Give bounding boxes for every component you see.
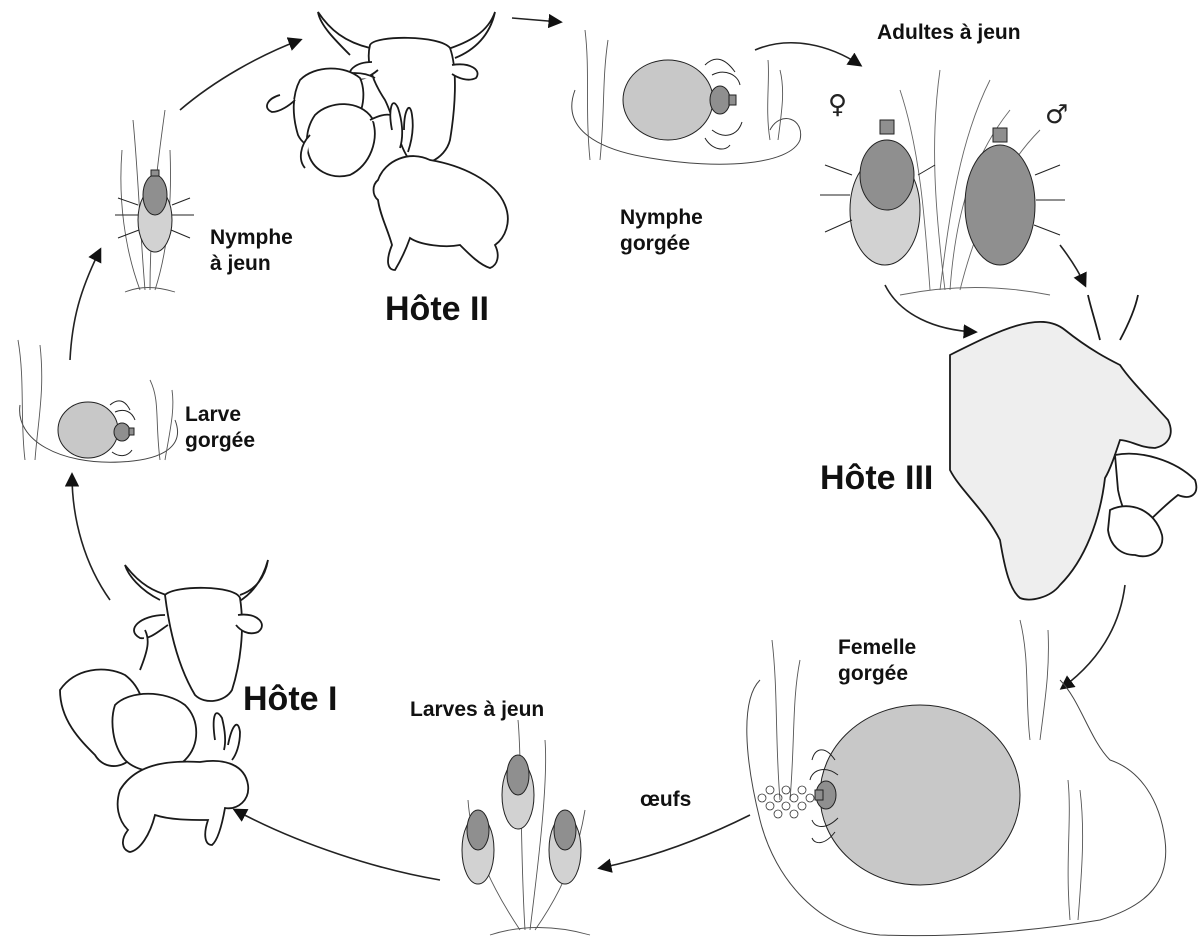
tick-icon [115,170,194,252]
femelle-gorgee-group [747,620,1166,936]
tick-male-icon [965,128,1065,265]
tick-icon [462,810,494,884]
tick-icon [623,59,742,149]
adultes-a-jeun-group [820,70,1065,295]
host-i-animals [60,560,268,852]
host-ii-animals [267,12,508,270]
nymphe-gorgee-group [572,30,801,164]
label-nymphe-gorgee-line1: Nymphe [620,205,703,231]
arrow-hostII-to-nymphe-gorgee [512,18,560,22]
label-larve-gorgee: Larve gorgée [185,402,255,455]
arrow-larve-to-nymphe [70,250,100,360]
male-symbol-icon: ♂ [1045,100,1068,130]
host-iii-animals [950,295,1196,599]
label-nymphe-a-jeun-line1: Nymphe [210,225,293,251]
tick-icon [58,401,135,458]
arrow-hostI-to-larve [72,475,110,600]
arrow-adultes-to-hostIII-b [1060,245,1085,285]
tick-icon [549,810,581,884]
label-nymphe-gorgee: Nymphe gorgée [620,205,703,258]
label-oeufs: œufs [640,787,691,813]
label-femelle-gorgee-line2: gorgée [838,661,916,687]
arrow-nymphe-to-adultes [755,43,860,65]
larves-a-jeun-group [462,720,590,935]
larve-gorgee-group [18,340,178,462]
label-femelle-gorgee-line1: Femelle [838,635,916,661]
arrow-adultes-to-hostIII-a [885,285,975,332]
arrow-femelle-to-larves [600,815,750,868]
tick-female-icon [820,120,935,265]
label-hote-i: Hôte I [243,678,337,721]
label-larve-gorgee-line2: gorgée [185,428,255,454]
label-nymphe-gorgee-line2: gorgée [620,231,703,257]
nymphe-a-jeun-group [115,110,194,292]
arrow-hostIII-to-femelle [1062,585,1125,688]
eggs-icon [758,786,814,818]
label-femelle-gorgee: Femelle gorgée [838,635,916,688]
sheep-icon [112,694,196,772]
label-nymphe-a-jeun: Nymphe à jeun [210,225,293,278]
arrow-larves-to-hostI [235,810,440,880]
female-symbol-icon: ♀ [828,90,847,120]
sheep-icon [301,104,395,176]
tick-icon [502,755,534,829]
label-adultes-a-jeun: Adultes à jeun [877,20,1021,46]
tick-icon [810,705,1020,885]
label-larve-gorgee-line1: Larve [185,402,255,428]
label-hote-iii: Hôte III [820,457,933,500]
label-larves-a-jeun: Larves à jeun [410,697,544,723]
label-nymphe-a-jeun-line2: à jeun [210,251,293,277]
label-hote-ii: Hôte II [385,288,489,331]
